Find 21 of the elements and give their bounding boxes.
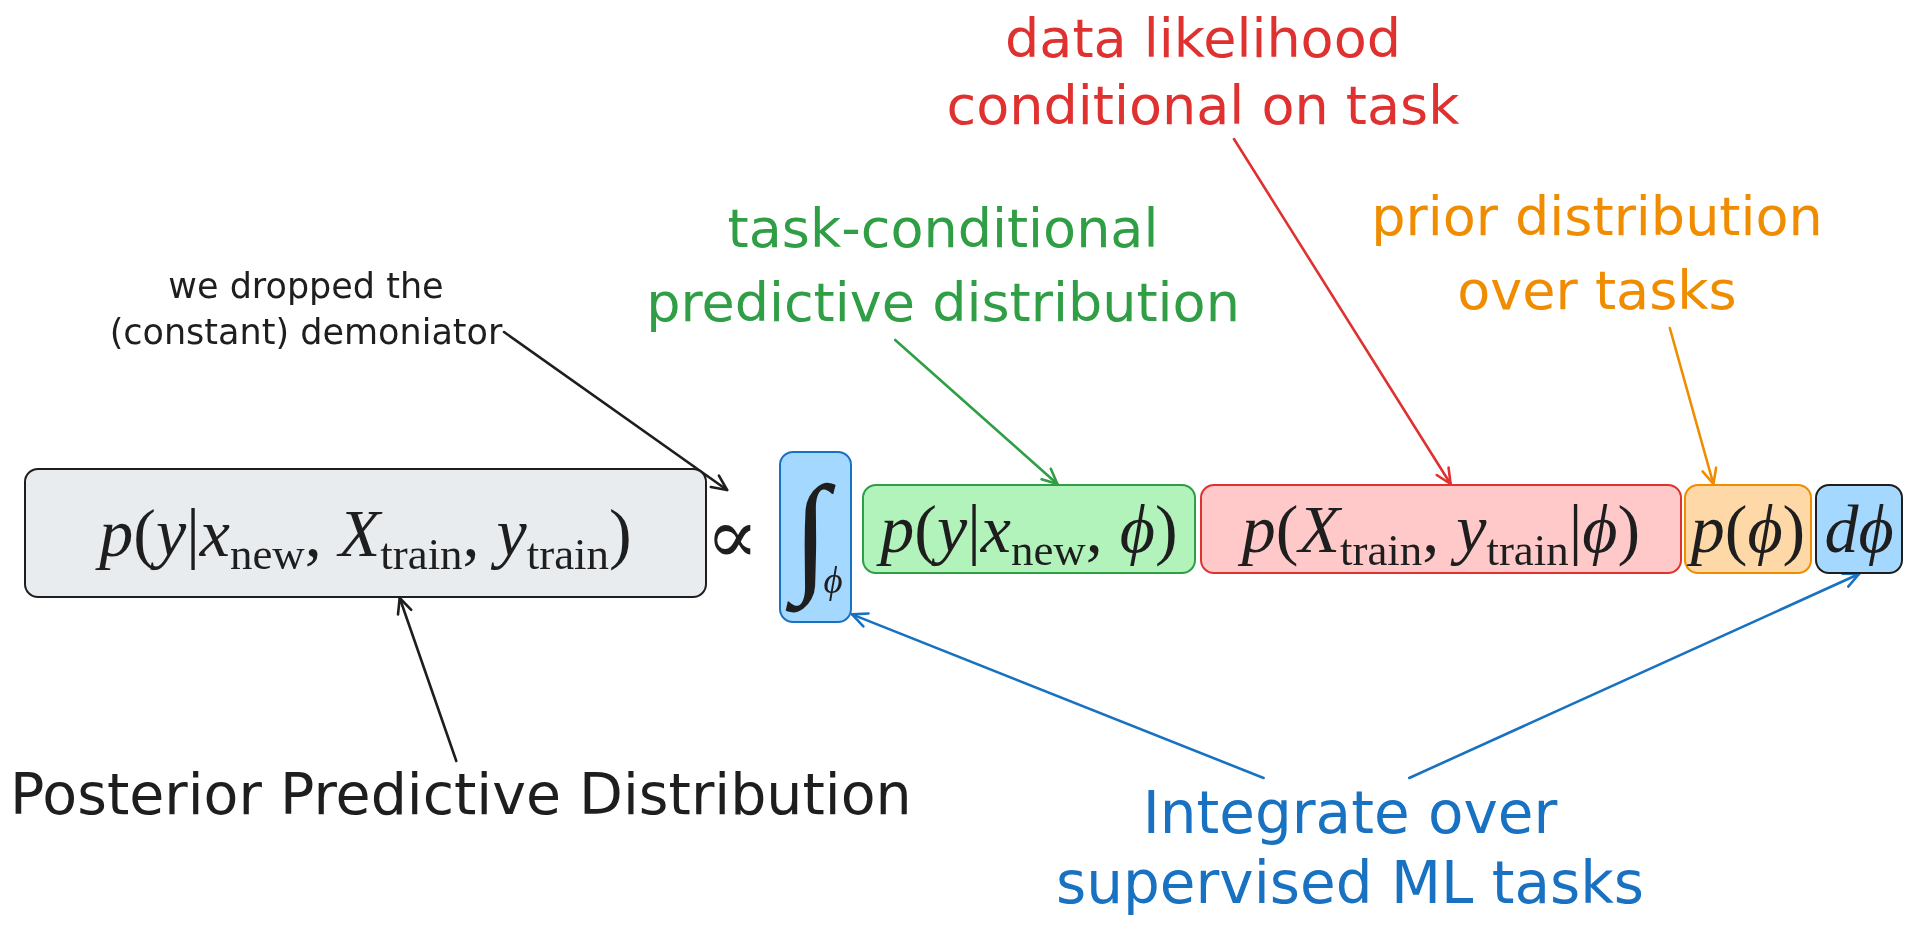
arrow bbox=[396, 596, 458, 763]
proportional-symbol: ∝ bbox=[706, 490, 759, 582]
annotation-text: prior distribution over tasks bbox=[1369, 180, 1825, 328]
arrow bbox=[1232, 137, 1452, 486]
integral-sign: ∫$_{ϕ}$ bbox=[781, 453, 850, 621]
formula-box bbox=[1200, 484, 1682, 574]
annotation-text: Posterior Predictive Distribution bbox=[10, 761, 912, 827]
math-expression: dϕ bbox=[1824, 491, 1894, 567]
annotation-text: we dropped the (constant) demoniator bbox=[108, 263, 504, 355]
formula-box bbox=[1684, 484, 1812, 574]
arrow bbox=[502, 330, 729, 492]
formula-box bbox=[862, 484, 1196, 574]
arrow bbox=[850, 612, 1265, 780]
arrow bbox=[1668, 326, 1718, 486]
arrow bbox=[893, 338, 1059, 486]
annotation-text: task-conditional predictive distribution bbox=[644, 192, 1242, 340]
annotation-text: Integrate over supervised ML tasks bbox=[1054, 778, 1646, 918]
formula-box bbox=[24, 468, 707, 598]
annotation-text: data likelihood conditional on task bbox=[944, 5, 1462, 139]
formula-box bbox=[1815, 484, 1903, 574]
arrow bbox=[1407, 572, 1861, 780]
